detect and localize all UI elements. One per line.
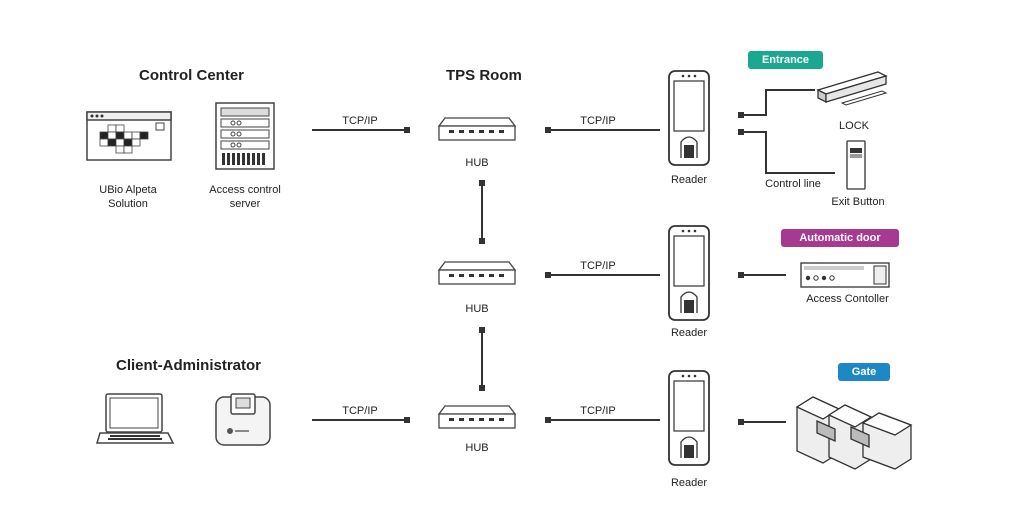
control-line-lock-h2	[765, 89, 815, 91]
control-line-exit-h2	[765, 172, 835, 174]
reader-device-icon	[668, 225, 710, 321]
software-window-icon	[86, 111, 172, 161]
exit-button-icon	[846, 140, 866, 190]
server-label-line1: Access control	[209, 184, 281, 196]
gate-line	[741, 421, 786, 423]
hub-middle-label: HUB	[465, 303, 489, 315]
hub-bottom-label: HUB	[465, 442, 489, 454]
tcpip-label-reader-2: TCP/IP	[580, 260, 616, 272]
hub-link-node	[479, 180, 485, 186]
control-line-lock-h1	[741, 114, 766, 116]
tcpip-node	[404, 417, 410, 423]
controller-line	[741, 274, 786, 276]
control-line-exit-h1	[741, 131, 766, 133]
tcpip-node	[545, 417, 551, 423]
tcpip-node	[404, 127, 410, 133]
tcpip-line-cc	[312, 129, 408, 131]
speed-gate-icon	[795, 396, 913, 470]
access-controller-label: Access Contoller	[806, 293, 889, 305]
hub-top-label: HUB	[465, 157, 489, 169]
tcpip-node	[545, 127, 551, 133]
tcpip-line-reader-1	[548, 129, 660, 131]
hub-link-node	[479, 327, 485, 333]
reader-label-2: Reader	[670, 327, 708, 339]
hub-middle-icon	[437, 261, 517, 285]
ubio-label-line1: UBio Alpeta	[99, 184, 157, 196]
server-label-line2: server	[229, 198, 261, 210]
lock-label: LOCK	[839, 120, 869, 132]
tcpip-label-reader-3: TCP/IP	[580, 405, 616, 417]
access-controller-icon	[800, 262, 890, 288]
automatic-door-badge: Automatic door	[781, 229, 899, 247]
laptop-icon	[95, 393, 175, 444]
magnetic-lock-icon	[816, 71, 888, 106]
control-center-title: Control Center	[139, 67, 244, 84]
control-line-label: Control line	[765, 178, 821, 190]
hub-link-node	[479, 238, 485, 244]
tcpip-label-reader-1: TCP/IP	[580, 115, 616, 127]
reader-label-1: Reader	[670, 174, 708, 186]
ubio-label-line2: Solution	[108, 198, 148, 210]
hub-link-node	[479, 385, 485, 391]
server-rack-icon	[215, 102, 275, 170]
tcpip-label-admin: TCP/IP	[342, 405, 378, 417]
tcpip-line-reader-2	[548, 274, 660, 276]
hub-top-icon	[437, 117, 517, 141]
hub-bottom-icon	[437, 405, 517, 429]
enrollment-device-icon	[215, 393, 271, 446]
control-line-exit-v	[765, 131, 767, 173]
exit-button-label: Exit Button	[831, 196, 885, 208]
reader-label-3: Reader	[670, 477, 708, 489]
hub-link-middle-bottom	[481, 330, 483, 388]
tcpip-node	[545, 272, 551, 278]
client-admin-title: Client-Administrator	[116, 357, 262, 374]
hub-link-top-middle	[481, 183, 483, 241]
control-line-lock-v	[765, 89, 767, 116]
tcpip-label-cc: TCP/IP	[342, 115, 378, 127]
tcpip-line-admin	[312, 419, 408, 421]
tcpip-line-reader-3	[548, 419, 660, 421]
reader-device-icon	[668, 370, 710, 466]
tps-room-title: TPS Room	[446, 67, 522, 84]
gate-badge: Gate	[838, 363, 890, 381]
reader-device-icon	[668, 70, 710, 166]
entrance-badge: Entrance	[748, 51, 823, 69]
